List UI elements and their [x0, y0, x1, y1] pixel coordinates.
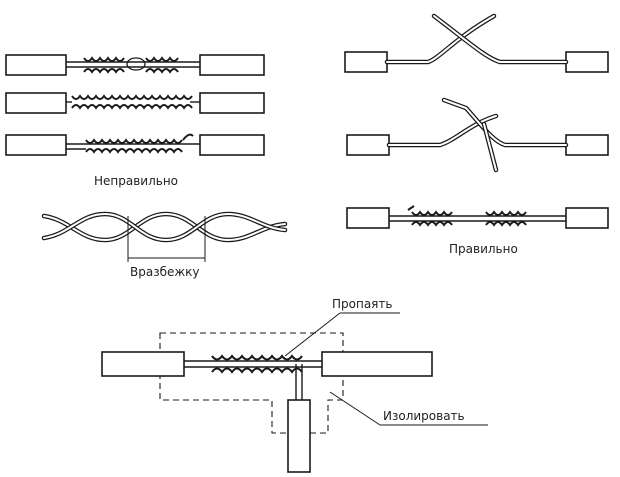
wire-knot — [126, 57, 146, 71]
wrong-splice-2 — [5, 92, 265, 114]
wire-end-tip — [407, 205, 415, 211]
cable-sheath-left — [5, 134, 67, 156]
cable-sheath-right — [199, 54, 265, 76]
loose-twist-group: Вразбежку — [41, 211, 288, 279]
t-junction-group: Пропаять Изолировать — [101, 297, 488, 473]
wire-twist — [71, 94, 193, 110]
cable-sheath-right — [199, 134, 265, 156]
label-solder: Пропаять — [332, 297, 392, 311]
correct-step-3 — [346, 205, 609, 229]
correct-methods-group: Правильно — [344, 13, 609, 256]
wire-twist — [85, 138, 183, 154]
cable-sheath-right — [565, 207, 609, 229]
soldered-twist — [211, 354, 303, 374]
wire-twist — [145, 56, 179, 74]
cable-sheath-left — [346, 207, 390, 229]
wrong-splice-1 — [5, 54, 265, 76]
bent-wire-a — [386, 113, 499, 148]
insulation-boundary — [159, 332, 344, 434]
wrong-methods-group: Неправильно — [5, 54, 265, 188]
cable-sheath-left — [5, 92, 67, 114]
loose-wire-end — [182, 133, 194, 141]
cable-sheath-left — [346, 134, 390, 156]
label-correct: Правильно — [449, 242, 518, 256]
cable-sheath-left — [5, 54, 67, 76]
wrong-splice-3 — [5, 133, 265, 156]
insulate-leader — [329, 391, 381, 426]
cable-sheath-left — [101, 351, 185, 377]
cable-sheath-right — [321, 351, 433, 377]
wire-twist — [83, 56, 125, 74]
branch-cable-sheath — [287, 399, 311, 473]
label-insulate: Изолировать — [383, 409, 465, 423]
wire-twist — [411, 210, 453, 227]
crossed-wire-b — [431, 13, 569, 65]
cable-sheath-right — [565, 51, 609, 73]
cable-sheath-right — [199, 92, 265, 114]
correct-step-2 — [346, 97, 609, 173]
cable-sheath-right — [565, 134, 609, 156]
label-loose: Вразбежку — [130, 265, 200, 279]
cable-sheath-left — [344, 51, 388, 73]
wire-twist — [485, 210, 527, 227]
solder-leader — [284, 312, 341, 357]
correct-step-1 — [344, 13, 609, 73]
label-wrong: Неправильно — [94, 174, 178, 188]
